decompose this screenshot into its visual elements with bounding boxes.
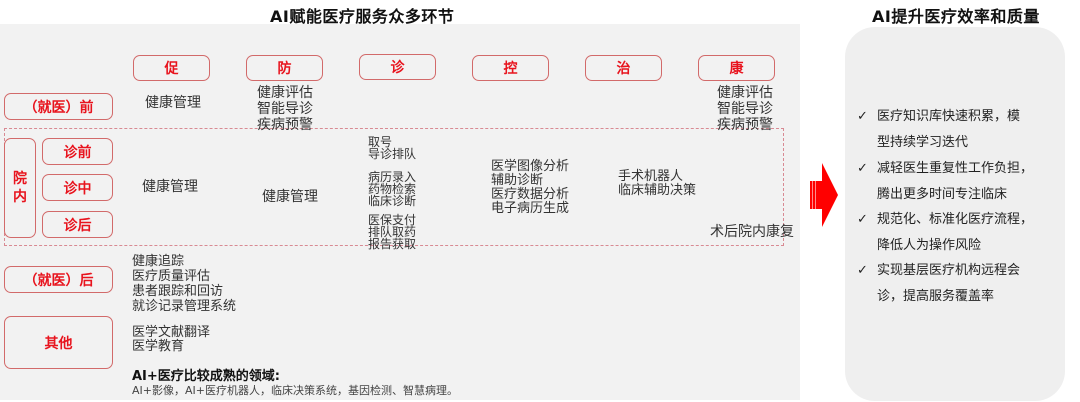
list-item: 疾病预警 [257,117,313,133]
list-item: 报告获取 [368,237,417,251]
stage-post-visit: （就医）后 [4,266,113,293]
check-icon: ✓ [857,161,868,176]
right-arrow-icon [810,163,838,227]
services-panel [0,24,800,400]
pre-kang-list: 健康评估 智能导诊 疾病预警 [717,85,773,133]
benefit-item: ✓医疗知识库快速积累，模 型持续学习迭代 [857,104,1067,156]
category-fang: 防 [246,55,323,81]
check-icon: ✓ [857,212,868,227]
list-item: 排队取药 [368,225,417,239]
pre-fang-list: 健康评估 智能导诊 疾病预警 [257,85,313,133]
hospital-zhen-pre-list: 取号 导诊排队 [368,136,416,160]
hospital-fang-item: 健康管理 [262,189,318,205]
list-item: 就诊记录管理系统 [132,299,237,314]
list-item: 手术机器人 [618,169,684,184]
list-item: 病历录入 [368,170,417,184]
check-icon: ✓ [857,109,868,124]
hospital-zhi-list: 手术机器人 临床辅助决策 [618,170,696,198]
list-item: 药物检索 [368,182,417,196]
list-item: 患者跟踪和回访 [132,284,224,299]
stage-pre-visit: （就医）前 [4,93,113,120]
category-zhi: 治 [585,55,662,81]
stage-other: 其他 [4,316,113,369]
hospital-zhen-mid-list: 病历录入 药物检索 临床诊断 [368,171,416,207]
list-item: 健康评估 [257,85,313,101]
stage-during-diagnosis: 诊中 [42,174,113,201]
list-item: 医保支付 [368,213,417,227]
other-list: 医学文献翻译 医学教育 [132,326,210,354]
category-zhen: 诊 [359,54,436,80]
benefit-item: ✓减轻医生重复性工作负担， 腾出更多时间专注临床 [857,156,1067,208]
benefit-item: ✓规范化、标准化医疗流程， 降低人为操作风险 [857,207,1067,259]
list-item: 医学教育 [132,339,185,354]
list-item: 临床诊断 [368,194,417,208]
hospital-cu-item: 健康管理 [142,179,198,195]
list-item: 医疗数据分析 [491,187,570,202]
mature-fields-title: AI+医疗比较成熟的领域: [132,369,280,384]
list-item: 导诊排队 [368,147,417,161]
list-item: 电子病历生成 [491,201,570,216]
hospital-kong-list: 医学图像分析 辅助诊断 医疗数据分析 电子病历生成 [491,160,569,216]
pre-cu-item: 健康管理 [145,95,201,111]
benefits-panel [845,27,1065,401]
category-kang: 康 [698,55,775,81]
list-item: 疾病预警 [717,117,773,133]
hospital-zhen-post-list: 医保支付 排队取药 报告获取 [368,214,416,250]
check-icon: ✓ [857,263,868,278]
category-kong: 控 [472,55,549,81]
left-section-title: AI赋能医疗服务众多环节 [270,7,455,26]
mature-fields-text: AI+影像，AI+医疗机器人，临床决策系统，基因检测、智慧病理。 [132,384,458,397]
list-item: 医学文献翻译 [132,325,211,340]
list-item: 智能导诊 [257,101,313,117]
stage-in-hospital: 院内 [4,138,36,238]
list-item: 医疗质量评估 [132,269,211,284]
right-section-title: AI提升医疗效率和质量 [872,7,1040,26]
category-cu: 促 [133,55,210,81]
list-item: 医学图像分析 [491,159,570,174]
list-item: 健康评估 [717,85,773,101]
post-visit-list: 健康追踪 医疗质量评估 患者跟踪和回访 就诊记录管理系统 [132,254,236,314]
list-item: 临床辅助决策 [618,183,697,198]
stage-post-diagnosis: 诊后 [42,211,113,238]
list-item: 取号 [368,135,393,149]
list-item: 智能导诊 [717,101,773,117]
hospital-kang-item: 术后院内康复 [710,224,794,240]
benefit-item: ✓实现基层医疗机构远程会 诊，提高服务覆盖率 [857,258,1067,310]
stage-pre-diagnosis: 诊前 [42,138,113,165]
list-item: 健康追踪 [132,254,185,269]
list-item: 辅助诊断 [491,173,544,188]
